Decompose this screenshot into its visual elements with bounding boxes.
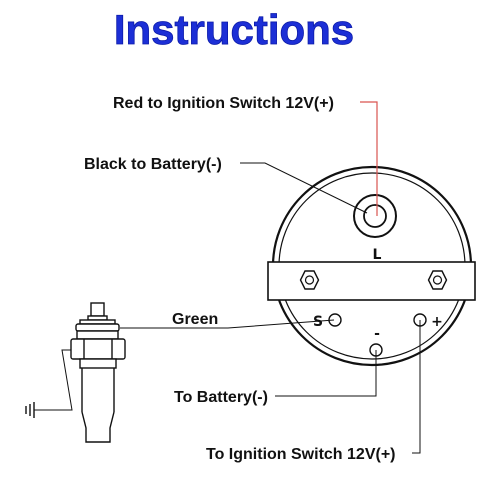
ignition-wire-leader <box>412 320 421 454</box>
terminal-label-sender: S <box>313 314 323 330</box>
light-socket <box>353 194 397 238</box>
bracket-nut-left <box>299 270 320 290</box>
battery-wire-leader <box>275 350 377 397</box>
green-wire-leader <box>120 319 335 329</box>
label-black-battery: Black to Battery(-) <box>84 156 222 173</box>
ground-icon <box>25 402 35 418</box>
terminal-label-negative: - <box>374 326 380 342</box>
terminal-label-positive: + <box>431 314 443 330</box>
label-red-ignition: Red to Ignition Switch 12V(+) <box>113 95 334 112</box>
page-title: Instructions <box>114 6 354 53</box>
black-wire-leader <box>240 162 368 214</box>
red-wire-leader <box>360 101 378 216</box>
terminal-label-light: L <box>373 247 382 263</box>
ground-wire <box>34 349 73 411</box>
bracket-nut-right <box>427 270 448 290</box>
label-to-battery: To Battery(-) <box>174 389 268 406</box>
sender-unit <box>70 302 126 443</box>
label-to-ignition: To Ignition Switch 12V(+) <box>206 446 395 463</box>
gauge: L S + - <box>267 165 476 367</box>
label-green: Green <box>172 311 218 328</box>
